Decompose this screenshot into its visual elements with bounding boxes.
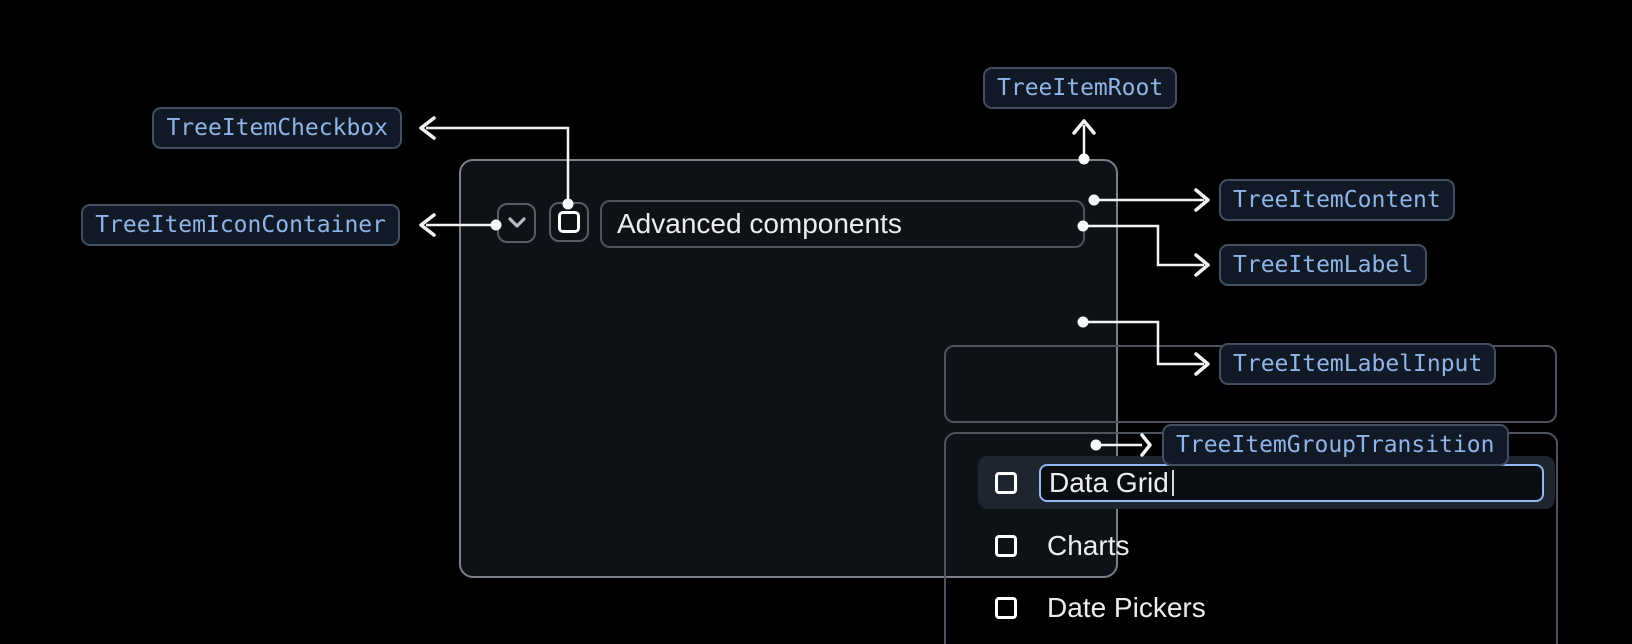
- badge-tree-item-label-input: TreeItemLabelInput: [1219, 343, 1497, 385]
- checkbox-icon[interactable]: [995, 535, 1017, 557]
- checkbox-icon[interactable]: [995, 597, 1017, 619]
- tree-row-charts[interactable]: Charts: [978, 519, 1555, 573]
- badge-tree-item-content: TreeItemContent: [1219, 179, 1455, 221]
- text-cursor-icon: [1171, 470, 1174, 496]
- chevron-down-icon: [507, 217, 526, 228]
- label-input-value: Data Grid: [1049, 467, 1169, 498]
- tree-item-icon-container[interactable]: [497, 203, 536, 243]
- badge-tree-item-icon-container: TreeItemIconContainer: [81, 204, 400, 246]
- checkbox-icon: [558, 211, 580, 233]
- parent-label-text: Advanced components: [617, 208, 902, 239]
- tree-item-label-input[interactable]: Data Grid: [1039, 464, 1544, 502]
- badge-tree-item-root: TreeItemRoot: [983, 67, 1178, 109]
- badge-tree-item-checkbox: TreeItemCheckbox: [152, 107, 402, 149]
- tree-item-label-text: Date Pickers: [1047, 592, 1206, 623]
- tree-item-checkbox[interactable]: [549, 202, 589, 242]
- tree-item-root: Data Grid Charts Date Pickers Tree View: [459, 159, 1558, 644]
- tree-item-label-text: Charts: [1047, 530, 1130, 561]
- tree-row-date-pickers[interactable]: Date Pickers: [978, 581, 1555, 635]
- badge-tree-item-label: TreeItemLabel: [1219, 244, 1428, 286]
- tree-item-label[interactable]: Advanced components: [600, 200, 1085, 248]
- badge-tree-item-group-transition: TreeItemGroupTransition: [1162, 424, 1509, 466]
- checkbox-icon[interactable]: [995, 471, 1017, 494]
- connector-tree-item-root: [1072, 119, 1096, 165]
